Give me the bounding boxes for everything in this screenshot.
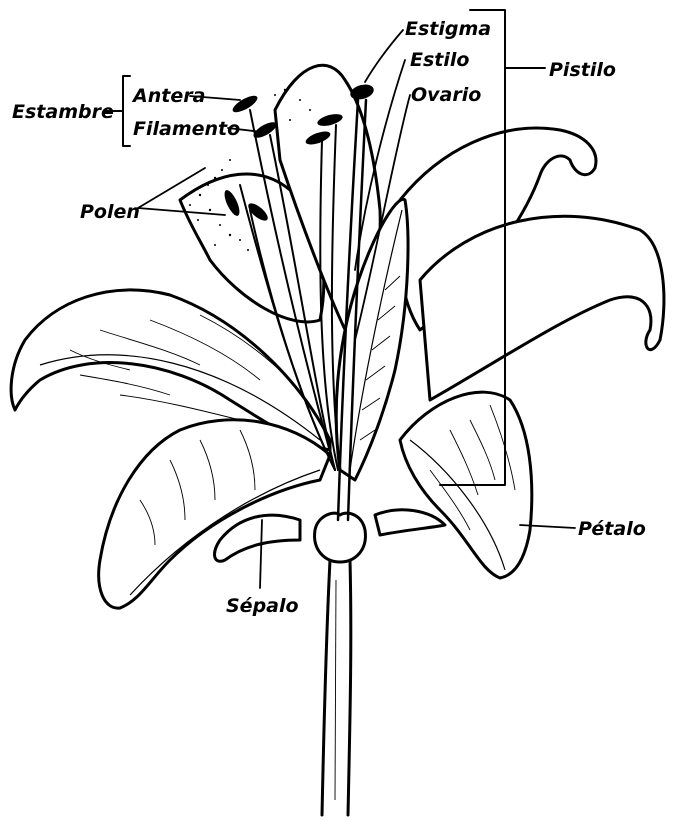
label-antera: Antera	[131, 85, 205, 107]
label-petalo: Pétalo	[578, 518, 646, 540]
lower-left-petal	[99, 420, 330, 608]
label-estambre: Estambre	[12, 101, 114, 123]
label-filamento: Filamento	[133, 118, 240, 140]
label-sepalo: Sépalo	[226, 595, 299, 617]
label-estilo: Estilo	[410, 49, 469, 71]
label-ovario: Ovario	[411, 84, 481, 106]
label-pistilo: Pistilo	[549, 59, 616, 81]
stem	[322, 560, 351, 815]
receptacle	[215, 510, 445, 562]
label-polen: Polen	[80, 201, 140, 223]
label-estigma: Estigma	[405, 18, 491, 40]
